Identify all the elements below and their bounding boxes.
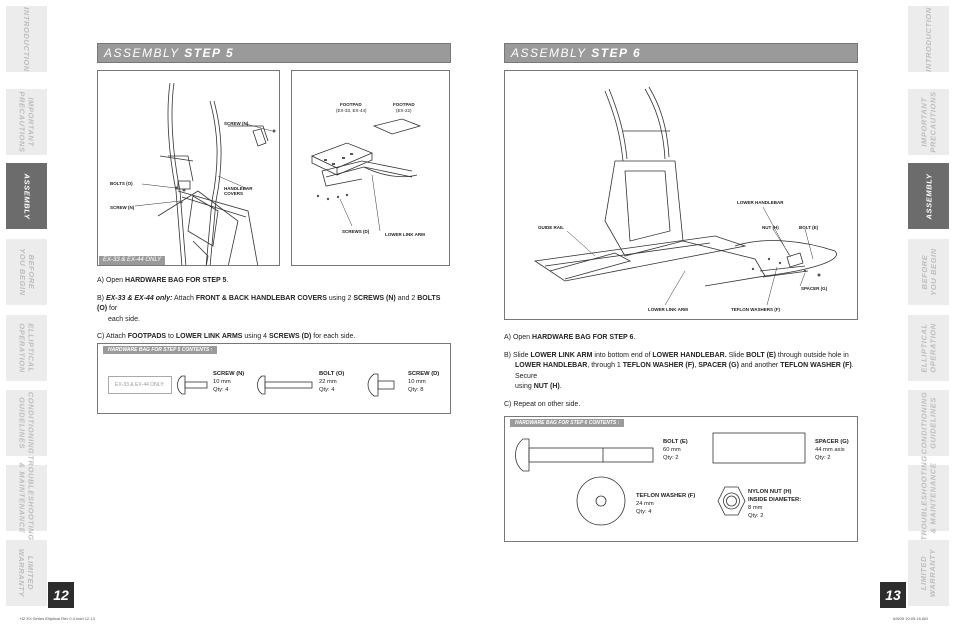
label-footpad-a: FOOTPAD bbox=[340, 102, 362, 107]
step-5-title: ASSEMBLY STEP 5 bbox=[97, 43, 451, 63]
step-6-instructions: A) Open HARDWARE BAG FOR STEP 6. B) Slid… bbox=[504, 333, 858, 410]
step-6-hardware-tag: HARDWARE BAG FOR STEP 6 CONTENTS : bbox=[510, 419, 625, 427]
label-lower-link-arm: LOWER LINK ARM bbox=[385, 232, 425, 237]
tab-before-you-begin[interactable]: BEFORE YOU BEGIN bbox=[6, 239, 47, 305]
label-handlebar-covers: HANDLEBAR COVERS bbox=[224, 186, 253, 196]
footpad-illustration bbox=[310, 118, 422, 232]
tab-conditioning-guidelines-right[interactable]: CONDITIONING GUIDELINES bbox=[908, 390, 949, 456]
label-footpad-b: FOOTPAD bbox=[393, 102, 415, 107]
step-5-hardware-illustration bbox=[177, 373, 395, 397]
instruction-5b: B) EX-33 & EX-44 only: Attach FRONT & BA… bbox=[97, 294, 441, 313]
footer-timestamp: 6/8/05 10:09:16 AM bbox=[893, 616, 928, 621]
tab-conditioning-guidelines[interactable]: CONDITIONING GUIDELINES bbox=[6, 390, 47, 456]
label-teflon-washers: TEFLON WASHERS (F) bbox=[731, 307, 780, 312]
hardware-model-note: EX-33 & EX-44 ONLY: bbox=[108, 376, 172, 394]
instruction-6b: B) Slide LOWER LINK ARM into bottom end … bbox=[504, 351, 849, 359]
step-5-instructions: A) Open HARDWARE BAG FOR STEP 5. B) EX-3… bbox=[97, 276, 451, 343]
tab-introduction[interactable]: INTRODUCTION bbox=[6, 6, 47, 72]
instruction-6a: A) Open HARDWARE BAG FOR STEP 6. bbox=[504, 334, 636, 341]
step-5-footpad-figure: FOOTPAD (EX-33, EX-44) FOOTPAD (EX-22) S… bbox=[291, 70, 450, 266]
tab-important-precautions-right[interactable]: IMPORTANT PRECAUTIONS bbox=[908, 89, 949, 155]
tab-important-precautions[interactable]: IMPORTANT PRECAUTIONS bbox=[6, 89, 47, 155]
tab-elliptical-operation-right[interactable]: ELLIPTICAL OPERATION bbox=[908, 315, 949, 381]
tab-troubleshooting-right[interactable]: TROUBLESHOOTING & MAINTENANCE bbox=[908, 455, 949, 541]
tab-limited-warranty[interactable]: LIMITED WARRANTY bbox=[6, 540, 47, 606]
label-footpad-a-sub: (EX-33, EX-44) bbox=[336, 108, 367, 113]
label-screws-d: SCREWS (D) bbox=[342, 229, 370, 234]
page-number-right: 13 bbox=[880, 582, 906, 608]
tab-elliptical-operation[interactable]: ELLIPTICAL OPERATION bbox=[6, 315, 47, 381]
step-5-hardware-tag: HARDWARE BAG FOR STEP 5 CONTENTS : bbox=[103, 346, 218, 354]
instruction-5c: C) Attach FOOTPADS to LOWER LINK ARMS us… bbox=[97, 333, 356, 340]
step-5-main-figure: SCREW (N) BOLTS (O) SCREW (N) HANDLEBAR … bbox=[97, 70, 280, 266]
label-bolt-e: BOLT (E) bbox=[799, 225, 819, 230]
label-spacer-g: SPACER (G) bbox=[801, 286, 828, 291]
elliptical-lower-handlebar-illustration bbox=[533, 86, 837, 306]
tab-assembly[interactable]: ASSEMBLY bbox=[6, 163, 47, 229]
step-6-hardware-illustration bbox=[515, 432, 806, 526]
tab-limited-warranty-right[interactable]: LIMITED WARRANTY bbox=[908, 540, 949, 606]
instruction-5a: A) Open HARDWARE BAG FOR STEP 5. bbox=[97, 277, 229, 284]
elliptical-console-illustration bbox=[134, 82, 276, 265]
tab-assembly-right[interactable]: ASSEMBLY bbox=[908, 163, 949, 229]
page-number-left: 12 bbox=[48, 582, 74, 608]
ex33-ex44-only-tag: EX-33 & EX-44 ONLY bbox=[99, 256, 166, 265]
tab-introduction-right[interactable]: INTRODUCTION bbox=[908, 6, 949, 72]
label-footpad-b-sub: (EX-22) bbox=[396, 108, 412, 113]
step-6-main-figure: LOWER HANDLEBAR GUIDE RAIL NUT (H) BOLT … bbox=[504, 70, 858, 320]
step-6-title: ASSEMBLY STEP 6 bbox=[504, 43, 858, 63]
label-screw-n-left: SCREW (N) bbox=[110, 205, 135, 210]
label-screw-n-top: SCREW (N) bbox=[224, 121, 249, 126]
tab-before-you-begin-right[interactable]: BEFORE YOU BEGIN bbox=[908, 239, 949, 305]
footer-file-info: HZ EX Series Elliptical Rev 0.4.indd 12-… bbox=[20, 616, 95, 621]
label-bolts-o: BOLTS (O) bbox=[110, 181, 133, 186]
tab-troubleshooting[interactable]: TROUBLESHOOTING & MAINTENANCE bbox=[6, 455, 47, 541]
label-guide-rail: GUIDE RAIL bbox=[538, 225, 565, 230]
instruction-6c: C) Repeat on other side. bbox=[504, 400, 581, 408]
step-6-hardware-box: HARDWARE BAG FOR STEP 6 CONTENTS : BOLT … bbox=[504, 416, 858, 542]
label-lower-link-arm-6: LOWER LINK ARM bbox=[648, 307, 688, 312]
label-nut-h: NUT (H) bbox=[762, 225, 779, 230]
step-5-hardware-box: HARDWARE BAG FOR STEP 5 CONTENTS : EX-33… bbox=[97, 343, 451, 414]
label-lower-handlebar: LOWER HANDLEBAR bbox=[737, 200, 784, 205]
